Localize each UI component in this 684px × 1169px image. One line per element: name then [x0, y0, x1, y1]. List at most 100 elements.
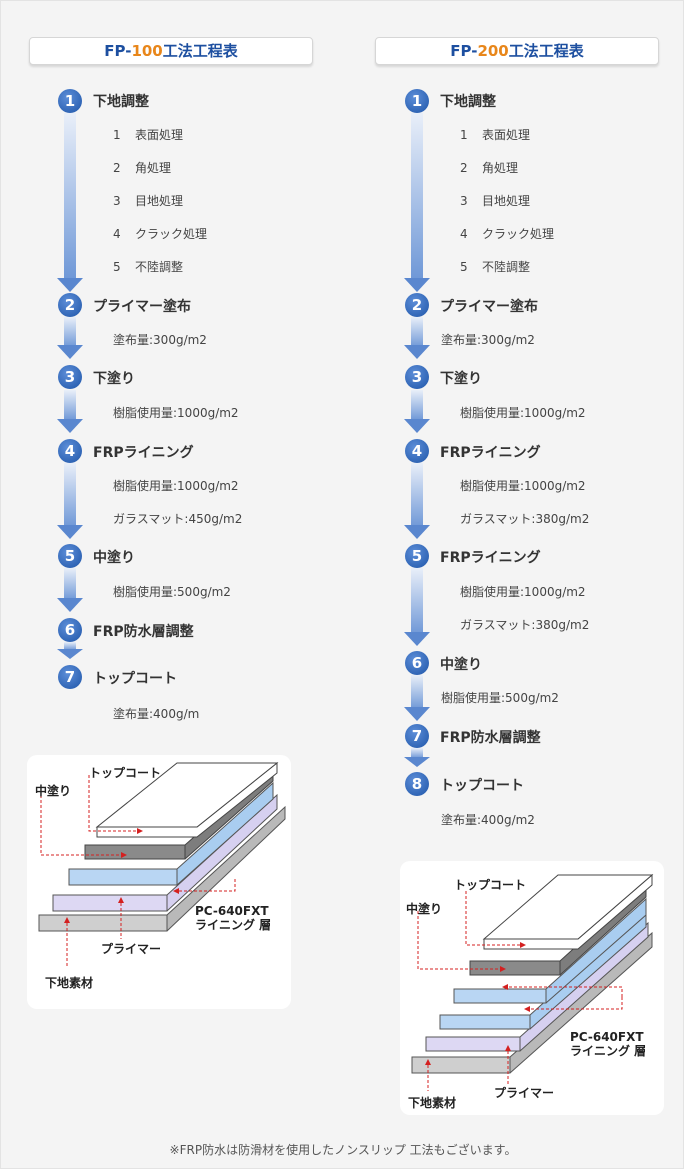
spec-line: 塗布量:400g/m	[113, 707, 200, 721]
step-title: プライマー塗布	[440, 299, 538, 315]
spec-line: 樹脂使用量:1000g/m2	[113, 479, 239, 493]
layer-illustration: トップコート 中塗り PC-640FXT ライニング 層 プライマー 下地素材	[406, 873, 654, 1110]
spec-line: 塗布量:300g/m2	[441, 333, 535, 347]
spec-line: 樹脂使用量:1000g/m2	[460, 406, 586, 420]
fp100-title: FP-100工法工程表	[29, 37, 313, 65]
flow-connector	[411, 568, 423, 634]
step-title: プライマー塗布	[93, 299, 191, 315]
step-title: FRP防水層調整	[93, 624, 194, 640]
label-lining-1: PC-640FXT	[195, 904, 269, 918]
spec-line: 樹脂使用量:500g/m2	[113, 585, 231, 599]
flow-arrow	[57, 525, 83, 539]
step-number: 2	[405, 293, 429, 317]
flow-arrow	[404, 707, 430, 721]
spec-line: 塗布量:400g/m2	[441, 813, 535, 827]
step-title: 下地調整	[93, 94, 149, 110]
step-title: トップコート	[93, 671, 177, 687]
flow-arrow	[404, 757, 430, 767]
flow-arrow	[57, 419, 83, 433]
step-title: 中塗り	[93, 550, 135, 566]
label-lining-1: PC-640FXT	[570, 1030, 644, 1044]
fp200-layer-diagram: トップコート 中塗り PC-640FXT ライニング 層 プライマー 下地素材	[400, 861, 664, 1115]
step-number: 7	[405, 724, 429, 748]
label-middle: 中塗り	[406, 901, 442, 916]
flow-connector	[411, 748, 423, 758]
label-middle: 中塗り	[35, 783, 71, 798]
flow-connector	[411, 390, 423, 420]
flow-connector	[411, 675, 423, 709]
flow-arrow	[57, 345, 83, 359]
step-number: 1	[58, 89, 82, 113]
flow-arrow	[57, 278, 83, 292]
step-number: 6	[58, 618, 82, 642]
step-number: 4	[58, 439, 82, 463]
flow-arrow	[404, 632, 430, 646]
label-lining-2: ライニング 層	[195, 917, 271, 932]
flow-connector	[64, 390, 76, 420]
flow-arrow	[57, 649, 83, 659]
step-title: FRPライニング	[440, 550, 541, 566]
flow-arrow	[404, 345, 430, 359]
label-primer: プライマー	[494, 1085, 554, 1100]
spec-line: ガラスマット:450g/m2	[113, 512, 243, 526]
spec-line: 樹脂使用量:1000g/m2	[460, 585, 586, 599]
flow-connector	[64, 568, 76, 600]
step-title: FRPライニング	[440, 445, 541, 461]
label-topcoat: トップコート	[89, 765, 161, 780]
label-substrate: 下地素材	[408, 1095, 456, 1110]
step-number: 2	[58, 293, 82, 317]
flow-connector	[64, 642, 76, 650]
layer-illustration: トップコート 中塗り PC-640FXT ライニング 層 プライマー 下地素材	[35, 761, 286, 990]
step-title: FRP防水層調整	[440, 730, 541, 746]
step-title: 下塗り	[440, 371, 482, 387]
flow-connector	[411, 113, 423, 279]
step-title: トップコート	[440, 778, 524, 794]
step-number: 5	[58, 544, 82, 568]
flow-connector	[64, 317, 76, 347]
label-topcoat: トップコート	[454, 877, 526, 892]
spec-line: ガラスマット:380g/m2	[460, 618, 590, 632]
step-title: 中塗り	[440, 657, 482, 673]
spec-line: 塗布量:300g/m2	[113, 333, 207, 347]
fp100-layer-diagram: トップコート 中塗り PC-640FXT ライニング 層 プライマー 下地素材	[27, 755, 291, 1009]
label-primer: プライマー	[101, 941, 161, 956]
step-number: 3	[58, 365, 82, 389]
fp200-title: FP-200工法工程表	[375, 37, 659, 65]
step-number: 7	[58, 665, 82, 689]
spec-line: 樹脂使用量:1000g/m2	[460, 479, 586, 493]
step-title: 下地調整	[440, 94, 496, 110]
flow-arrow	[404, 525, 430, 539]
flow-arrow	[404, 278, 430, 292]
flow-connector	[411, 463, 423, 527]
flow-arrow	[404, 419, 430, 433]
step-number: 3	[405, 365, 429, 389]
spec-line: 樹脂使用量:1000g/m2	[113, 406, 239, 420]
label-lining-2: ライニング 層	[570, 1043, 646, 1058]
step-title: 下塗り	[93, 371, 135, 387]
step-title: FRPライニング	[93, 445, 194, 461]
spec-line: ガラスマット:380g/m2	[460, 512, 590, 526]
spec-line: 樹脂使用量:500g/m2	[441, 691, 559, 705]
step-number: 5	[405, 544, 429, 568]
step-number: 4	[405, 439, 429, 463]
flow-connector	[64, 463, 76, 527]
flow-connector	[64, 113, 76, 279]
step-number: 8	[405, 772, 429, 796]
flow-connector	[411, 317, 423, 347]
step-number: 1	[405, 89, 429, 113]
label-substrate: 下地素材	[45, 975, 93, 990]
step-number: 6	[405, 651, 429, 675]
footnote: ※FRP防水は防滑材を使用したノンスリップ 工法もございます。	[169, 1143, 517, 1157]
flow-arrow	[57, 598, 83, 612]
